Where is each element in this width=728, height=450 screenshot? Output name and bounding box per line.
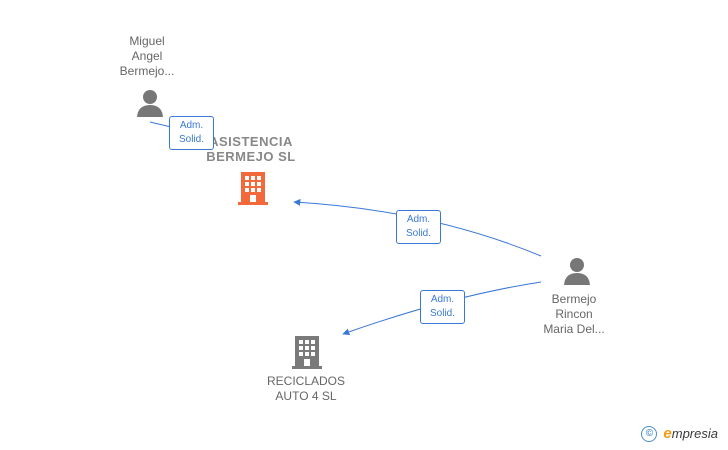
brand-e-mark: e [663,425,672,442]
node-label-reciclados[interactable]: RECICLADOS AUTO 4 SL [266,374,346,403]
copyright-icon: © [641,425,658,442]
edge-badge-line2: Solid. [178,134,204,145]
brand-logo: © e mpresia [641,425,718,442]
edge-badge-miguel-asistencia[interactable]: Adm. Solid. [169,116,214,150]
edge-badge-bermejo-asistencia[interactable]: Adm. Solid. [396,210,441,244]
edge-badge-line2: Solid. [405,228,431,239]
node-label-asistencia[interactable]: ASISTENCIA BERMEJO SL [206,134,296,164]
person-icon[interactable] [562,256,592,286]
node-label-bermejo[interactable]: Bermejo Rincon Maria Del... [543,292,605,336]
building-icon[interactable] [290,334,324,370]
edge-badge-line2: Solid. [429,308,455,319]
building-icon[interactable] [236,170,270,206]
edge-badge-bermejo-reciclados[interactable]: Adm. Solid. [420,290,465,324]
edge-badge-line1: Adm. [430,294,455,305]
edge-badge-line1: Adm. [406,214,431,225]
brand-name: mpresia [671,426,718,441]
node-label-miguel[interactable]: Miguel Angel Bermejo... [119,34,175,78]
edge-badge-line1: Adm. [179,120,204,131]
person-icon[interactable] [135,88,165,118]
